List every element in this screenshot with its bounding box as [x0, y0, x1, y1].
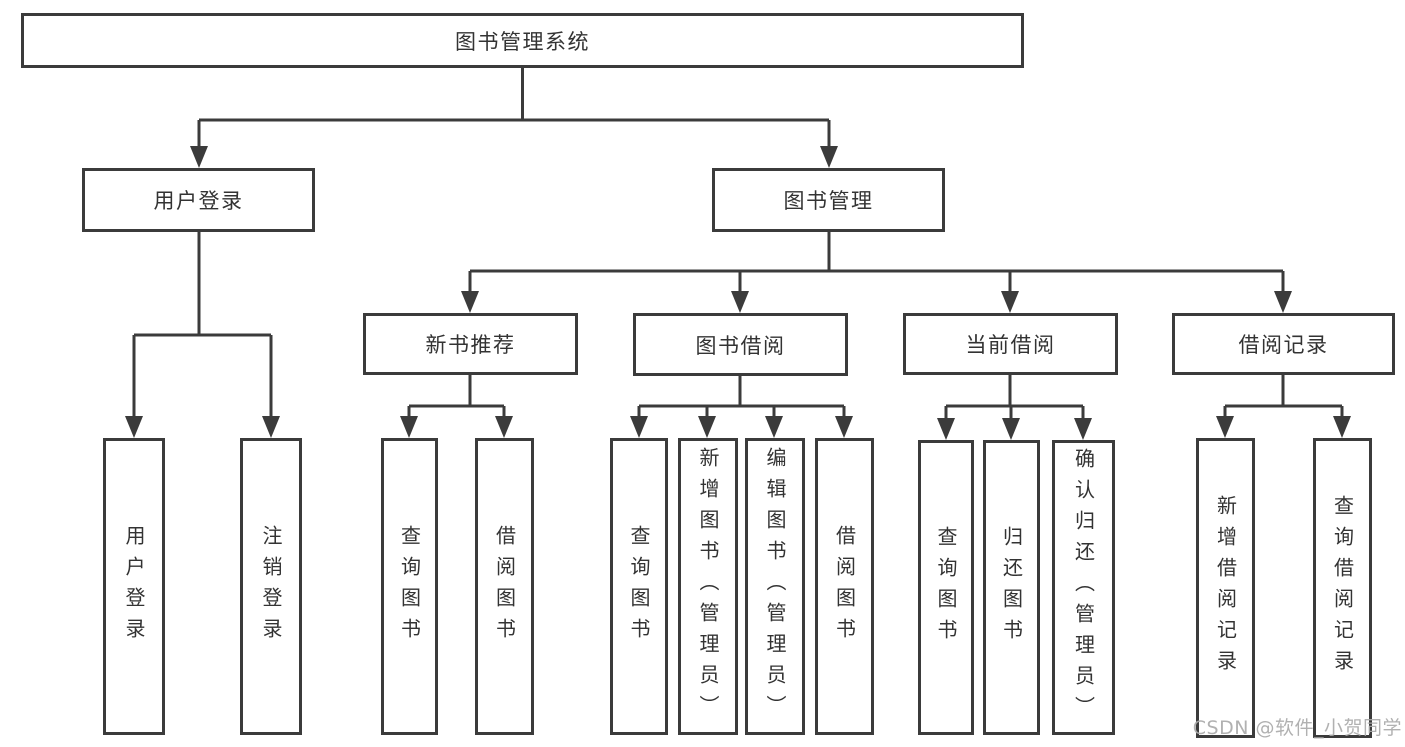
node-label: 新增图书（管理员）	[696, 447, 720, 726]
tree-edges	[132, 68, 1344, 423]
node-label: 查询图书	[627, 524, 651, 649]
node-book-management: 图书管理	[712, 168, 945, 232]
leaf-confirm-return-admin: 确认归还（管理员）	[1052, 440, 1115, 735]
node-label: 新书推荐	[425, 333, 516, 357]
node-label: 用户登录	[122, 524, 146, 649]
leaf-user-login: 用户登录	[103, 438, 165, 735]
node-label: 借阅图书	[832, 524, 857, 649]
node-label: 归还图书	[999, 525, 1024, 650]
node-root-library-management-system: 图书管理系统	[21, 13, 1024, 68]
leaf-logout: 注销登录	[240, 438, 302, 735]
leaf-add-borrow-record: 新增借阅记录	[1196, 438, 1255, 738]
node-label: 借阅图书	[492, 524, 517, 649]
node-label: 当前借阅	[965, 333, 1056, 357]
node-label: 编辑图书（管理员）	[763, 447, 787, 726]
leaf-search-books-borrow: 查询图书	[610, 438, 668, 735]
node-borrowing-records: 借阅记录	[1172, 313, 1395, 375]
node-label: 查询借阅记录	[1330, 495, 1355, 681]
node-label: 查询图书	[934, 525, 958, 650]
node-label: 借阅记录	[1238, 333, 1329, 357]
node-label: 图书管理	[783, 189, 874, 213]
csdn-watermark: CSDN @软件_小贺同学	[1192, 717, 1402, 739]
leaf-search-borrow-record: 查询借阅记录	[1313, 438, 1372, 738]
leaf-borrow-books: 借阅图书	[815, 438, 874, 735]
node-new-book-recommendation: 新书推荐	[363, 313, 578, 375]
node-user-login: 用户登录	[82, 168, 315, 232]
leaf-return-books: 归还图书	[983, 440, 1040, 735]
node-label: 用户登录	[153, 189, 244, 213]
node-current-borrowing: 当前借阅	[903, 313, 1118, 375]
node-book-borrowing: 图书借阅	[633, 313, 848, 376]
node-label: 注销登录	[259, 524, 283, 649]
node-label: 图书管理系统	[455, 29, 590, 54]
leaf-borrow-books-recommend: 借阅图书	[475, 438, 534, 735]
leaf-search-books-recommend: 查询图书	[381, 438, 438, 735]
leaf-search-books-current: 查询图书	[918, 440, 974, 735]
leaf-add-books-admin: 新增图书（管理员）	[678, 438, 738, 735]
node-label: 查询图书	[397, 524, 422, 649]
node-label: 图书借阅	[695, 333, 786, 358]
node-label: 新增借阅记录	[1213, 495, 1238, 681]
leaf-edit-books-admin: 编辑图书（管理员）	[745, 438, 805, 735]
node-label: 确认归还（管理员）	[1071, 448, 1096, 727]
